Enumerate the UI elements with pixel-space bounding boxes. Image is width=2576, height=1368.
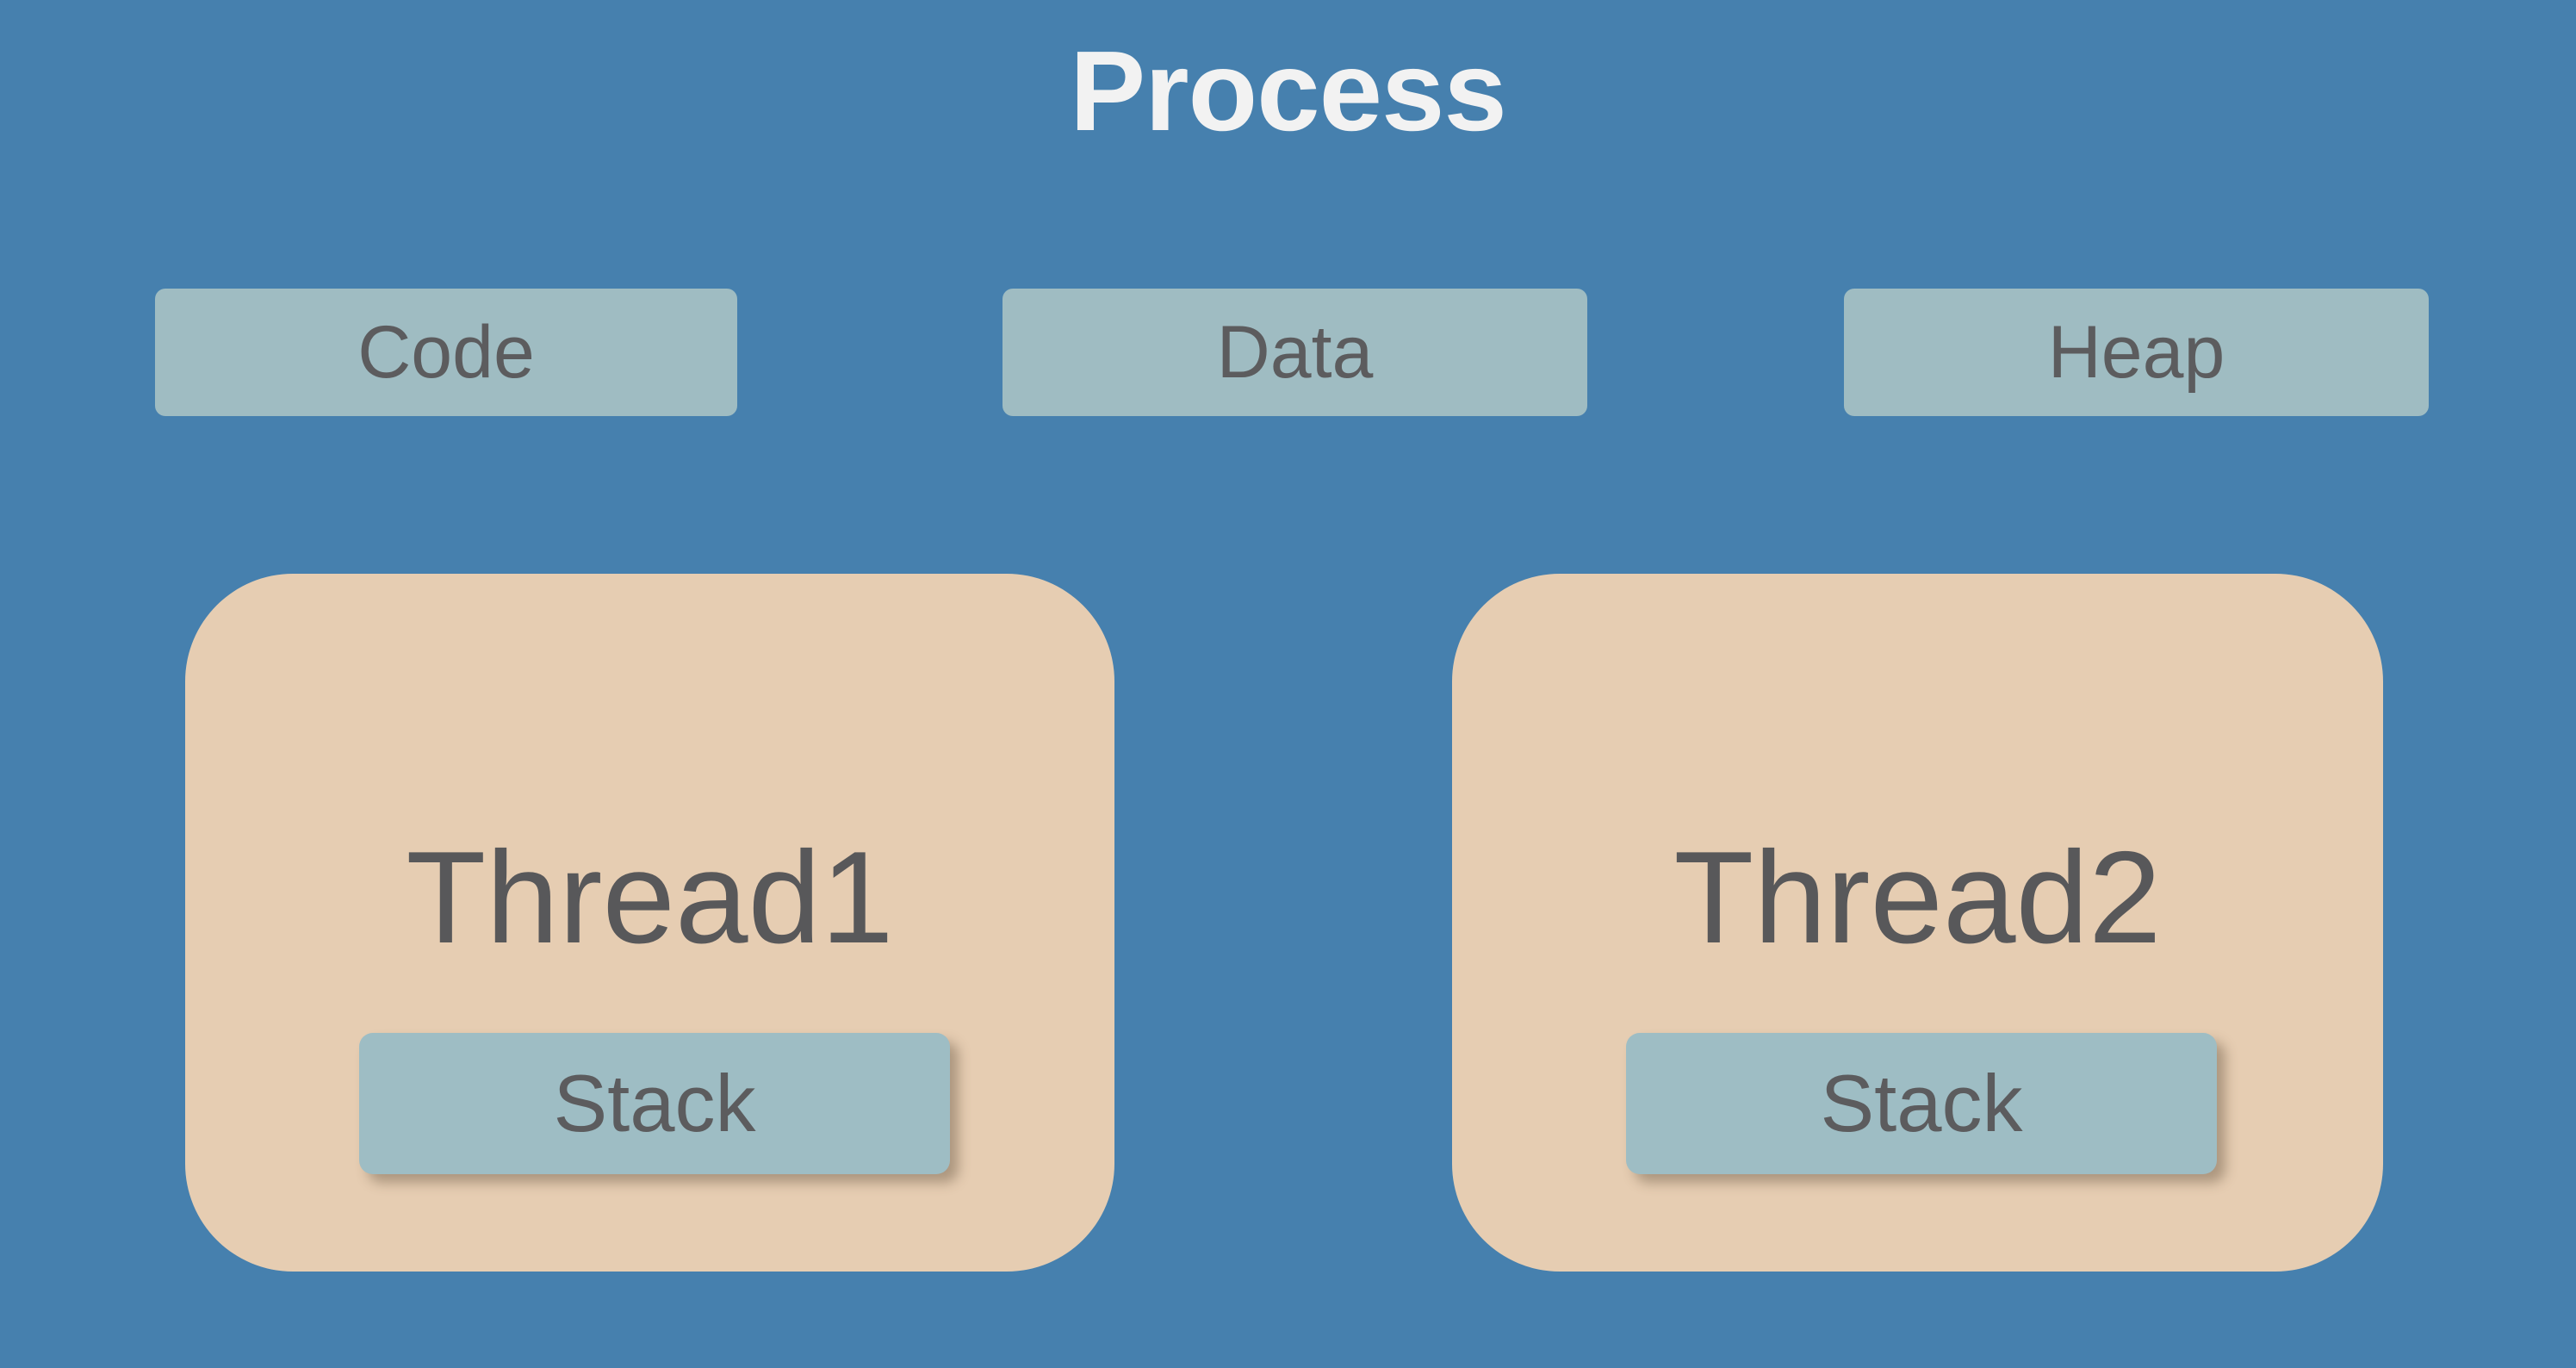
stack-box-thread2: Stack xyxy=(1626,1033,2217,1174)
stack-box-thread1: Stack xyxy=(359,1033,950,1174)
segment-box-data: Data xyxy=(1002,289,1587,416)
stack-label-thread2: Stack xyxy=(1820,1058,2023,1148)
stack-label-thread1: Stack xyxy=(553,1058,756,1148)
segment-box-heap: Heap xyxy=(1844,289,2429,416)
thread-label-thread1: Thread1 xyxy=(406,824,894,971)
segment-label-heap: Heap xyxy=(2047,311,2225,394)
thread-label-thread2: Thread2 xyxy=(1673,824,2162,971)
segment-label-code: Code xyxy=(357,311,535,394)
segment-box-code: Code xyxy=(155,289,737,416)
segment-label-data: Data xyxy=(1216,311,1374,394)
memory-segments-row: Code Data Heap xyxy=(0,289,2576,416)
page-title: Process xyxy=(1070,28,1507,154)
thread-box-thread1: Thread1 Stack xyxy=(185,574,1114,1272)
thread-box-thread2: Thread2 Stack xyxy=(1452,574,2383,1272)
